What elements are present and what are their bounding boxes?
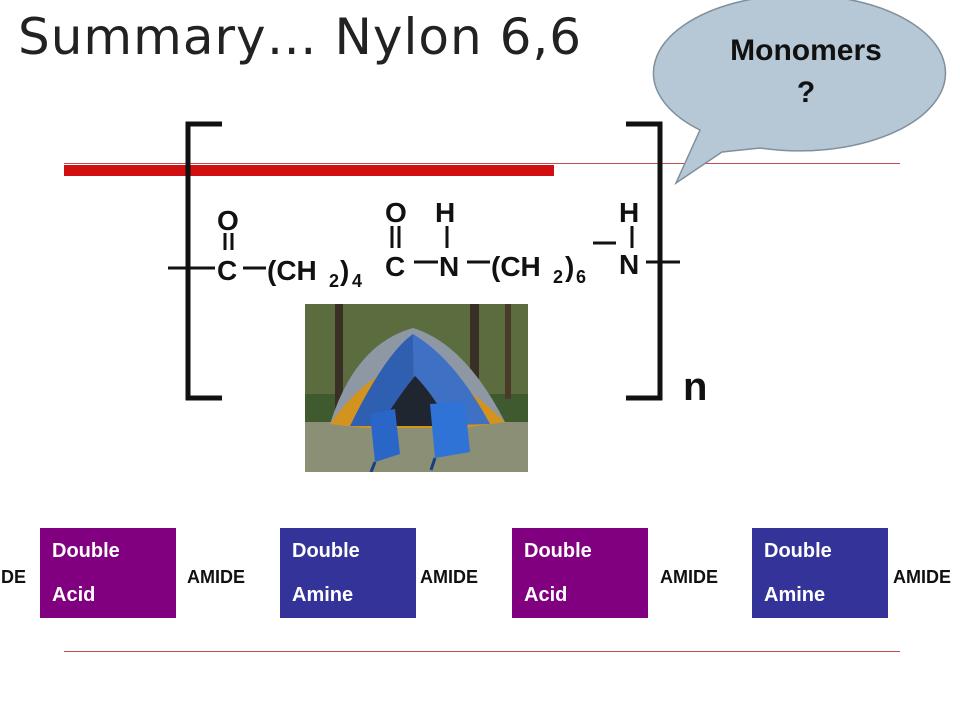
double-amine-box-2: Double Amine	[752, 528, 888, 618]
paren-b: )	[565, 251, 574, 282]
atom-c1: C	[217, 255, 237, 286]
repeat-n-label: n	[683, 365, 707, 409]
left-bracket	[185, 121, 222, 401]
double-acid-box-2: Double Acid	[512, 528, 648, 618]
divider-line-bottom	[64, 651, 900, 652]
box-2-line-2: Amine	[292, 584, 354, 606]
atom-h1: H	[435, 197, 455, 228]
amide-label-3: AMIDE	[660, 567, 718, 587]
atom-c2: C	[385, 251, 405, 282]
amide-label-partial: IDE	[0, 567, 27, 587]
group-ch2-left: (CH	[267, 255, 317, 286]
box-3-line-1: Double	[524, 540, 592, 562]
atom-n2: N	[619, 249, 639, 280]
slide-title: Summary… Nylon 6,6	[18, 8, 583, 66]
subscript-4: 4	[352, 271, 362, 291]
double-acid-box-1: Double Acid	[40, 528, 176, 618]
amide-label-1: AMIDE	[187, 567, 245, 587]
amide-label-4: AMIDE	[893, 567, 951, 587]
box-3-line-2: Acid	[524, 584, 568, 606]
divider-line-top	[64, 163, 900, 164]
atom-h2: H	[619, 197, 639, 228]
box-4-line-1: Double	[764, 540, 832, 562]
subscript-2a: 2	[329, 271, 339, 291]
atom-o2: O	[385, 197, 407, 228]
subscript-2b: 2	[553, 267, 563, 287]
atom-o1: O	[217, 205, 239, 236]
bubble-text: Monomers ?	[665, 30, 947, 114]
box-1-line-2: Acid	[52, 584, 96, 606]
paren-a: )	[340, 255, 349, 286]
group-ch2-right: (CH	[491, 251, 541, 282]
box-2-line-1: Double	[292, 540, 360, 562]
subscript-6: 6	[576, 267, 586, 287]
amide-label-2: AMIDE	[420, 567, 478, 587]
box-4-line-2: Amine	[764, 584, 826, 606]
double-amine-box-1: Double Amine	[280, 528, 416, 618]
tent-photo	[305, 304, 528, 472]
bubble-line-1: Monomers	[730, 34, 882, 67]
red-highlight-bar	[64, 165, 554, 176]
bubble-line-2: ?	[796, 76, 816, 109]
atom-n1: N	[439, 251, 459, 282]
speech-bubble	[652, 0, 947, 186]
box-1-line-1: Double	[52, 540, 120, 562]
